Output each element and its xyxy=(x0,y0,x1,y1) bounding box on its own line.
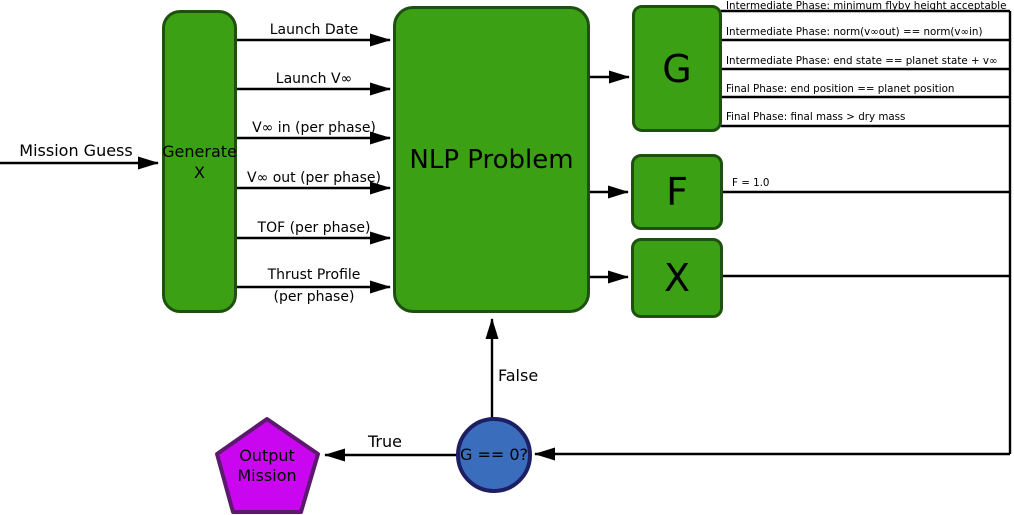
g-block-label: G xyxy=(662,46,692,91)
node-nlp-problem: NLP Problem xyxy=(393,6,590,313)
output-mission-label: Output Mission xyxy=(237,446,297,485)
constraint-label-1: Intermediate Phase: minimum flyby height… xyxy=(726,0,1007,12)
nlp-problem-label: NLP Problem xyxy=(409,144,574,175)
constraint-label-3: Intermediate Phase: end state == planet … xyxy=(726,55,998,67)
decision-label: G == 0? xyxy=(459,445,529,464)
tof-label: TOF (per phase) xyxy=(257,220,371,236)
node-g-block: G xyxy=(632,5,722,132)
constraint-label-5: Final Phase: final mass > dry mass xyxy=(726,111,906,123)
f-value-label: F = 1.0 xyxy=(732,177,770,189)
node-generate-x: Generate X xyxy=(162,10,237,313)
launch-vinf-label: Launch V∞ xyxy=(275,71,353,87)
thrust-profile-label-line2: (per phase) xyxy=(273,289,355,305)
node-f-block: F xyxy=(631,154,723,230)
thrust-profile-label-line1: Thrust Profile xyxy=(267,267,361,283)
f-block-label: F xyxy=(666,170,688,214)
false-branch-label: False xyxy=(498,366,539,385)
constraint-label-2: Intermediate Phase: norm(v∞out) == norm(… xyxy=(726,26,983,38)
vinf-out-label: V∞ out (per phase) xyxy=(247,170,381,186)
output-mission-shape xyxy=(215,417,320,514)
generate-x-label: Generate X xyxy=(162,141,237,182)
x-block-label: X xyxy=(663,256,691,300)
launch-date-label: Launch Date xyxy=(269,22,359,38)
decision-node-shape xyxy=(456,417,532,493)
vinf-in-label: V∞ in (per phase) xyxy=(252,120,376,136)
node-x-block: X xyxy=(631,238,723,318)
mission-guess-label: Mission Guess xyxy=(19,141,133,160)
constraint-label-4: Final Phase: end position == planet posi… xyxy=(726,83,955,95)
true-branch-label: True xyxy=(368,432,402,451)
